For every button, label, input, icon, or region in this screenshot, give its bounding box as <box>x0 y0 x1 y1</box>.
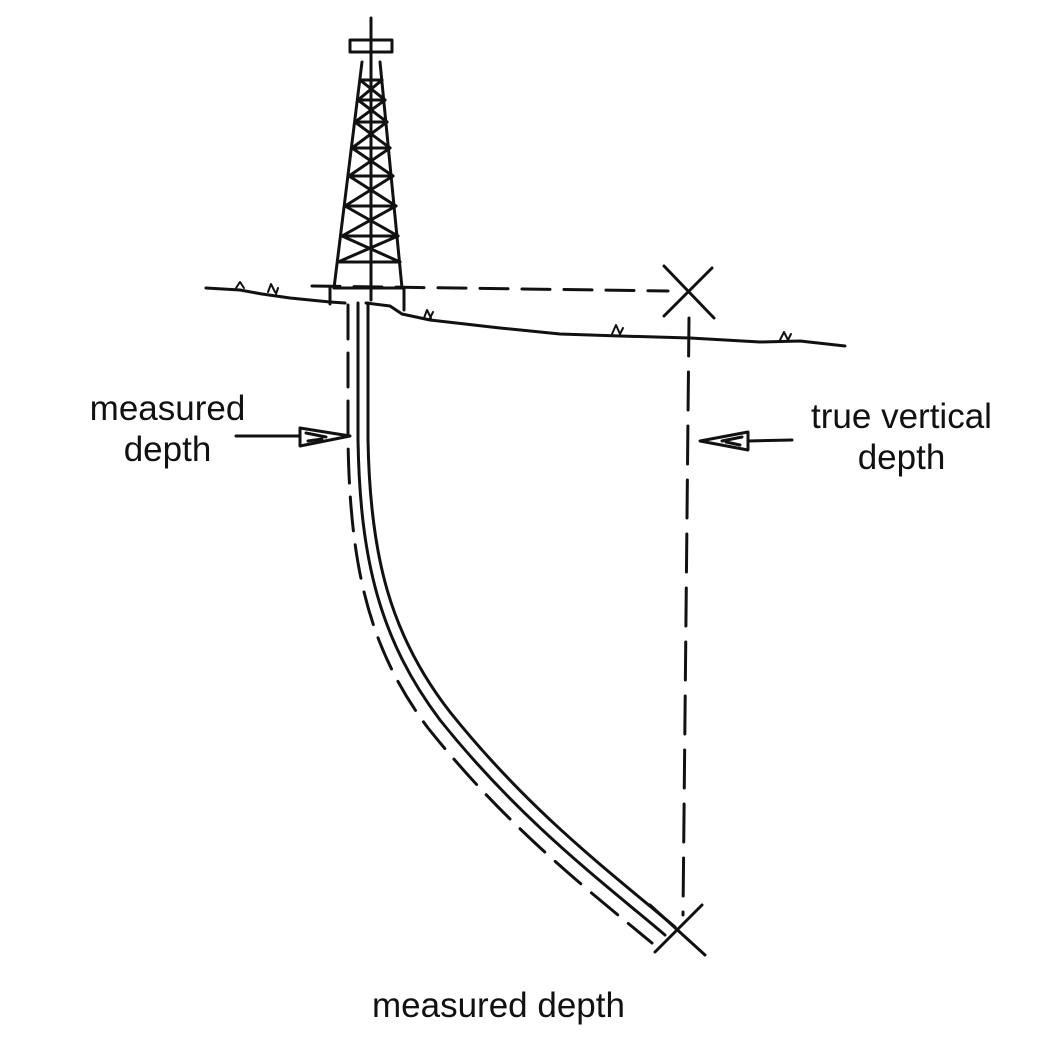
wellbore-wall-outer <box>356 301 667 937</box>
ground-line <box>204 286 847 348</box>
true-vertical-depth-label-line1: true vertical <box>811 397 992 436</box>
hollow-arrow-icon <box>234 426 352 448</box>
true-vertical-depth-label-line2: depth <box>857 438 946 477</box>
hollow-arrow-icon <box>698 430 794 452</box>
grass-tuft <box>235 281 279 295</box>
measured-depth-label-line1: measured <box>89 389 246 428</box>
true-vertical-depth-label: true vertical depth <box>784 396 1019 478</box>
grass-tuft <box>779 331 792 341</box>
measured-depth-path <box>346 303 654 945</box>
grass-tuft <box>423 309 434 319</box>
true-vertical-depth-line <box>681 316 691 917</box>
x-cross-icon <box>662 264 716 320</box>
drilling-rig-icon <box>328 16 406 312</box>
measured-depth-label-line2: depth <box>123 430 212 469</box>
grass-tuft <box>611 324 624 335</box>
wellbore-wall-inner <box>366 301 677 929</box>
bottom-measured-depth-label: measured depth <box>372 986 625 1025</box>
measured-depth-label: measured depth <box>60 388 275 470</box>
